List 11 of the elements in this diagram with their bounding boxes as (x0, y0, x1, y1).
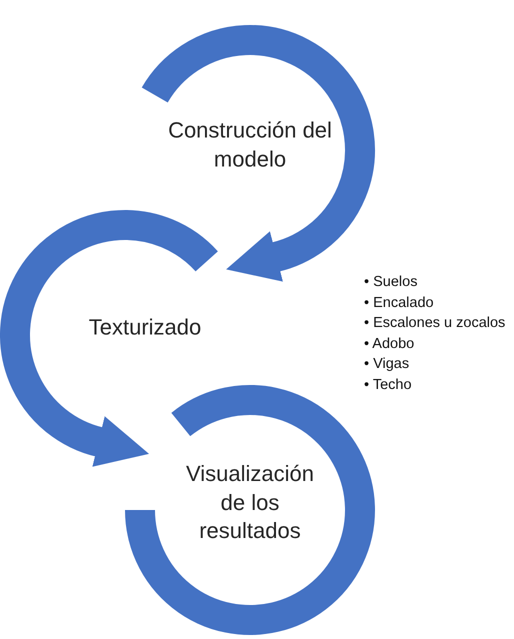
step-label: Construcción del modelo (167, 116, 333, 173)
step-label: Texturizado (88, 314, 202, 342)
bullet-item: • Techo (364, 376, 413, 395)
bullet-item: • Suelos (364, 273, 418, 292)
bullet-item: • Adobo (364, 334, 416, 354)
step-label: Visualización de los resultados (184, 460, 315, 546)
bullet-item: • Escalones u zocalos (364, 314, 506, 334)
arrow (92, 416, 150, 467)
arrow (226, 231, 283, 282)
bullet-item: • Vigas (364, 355, 410, 374)
bullet-item: • Encalado (364, 294, 435, 313)
